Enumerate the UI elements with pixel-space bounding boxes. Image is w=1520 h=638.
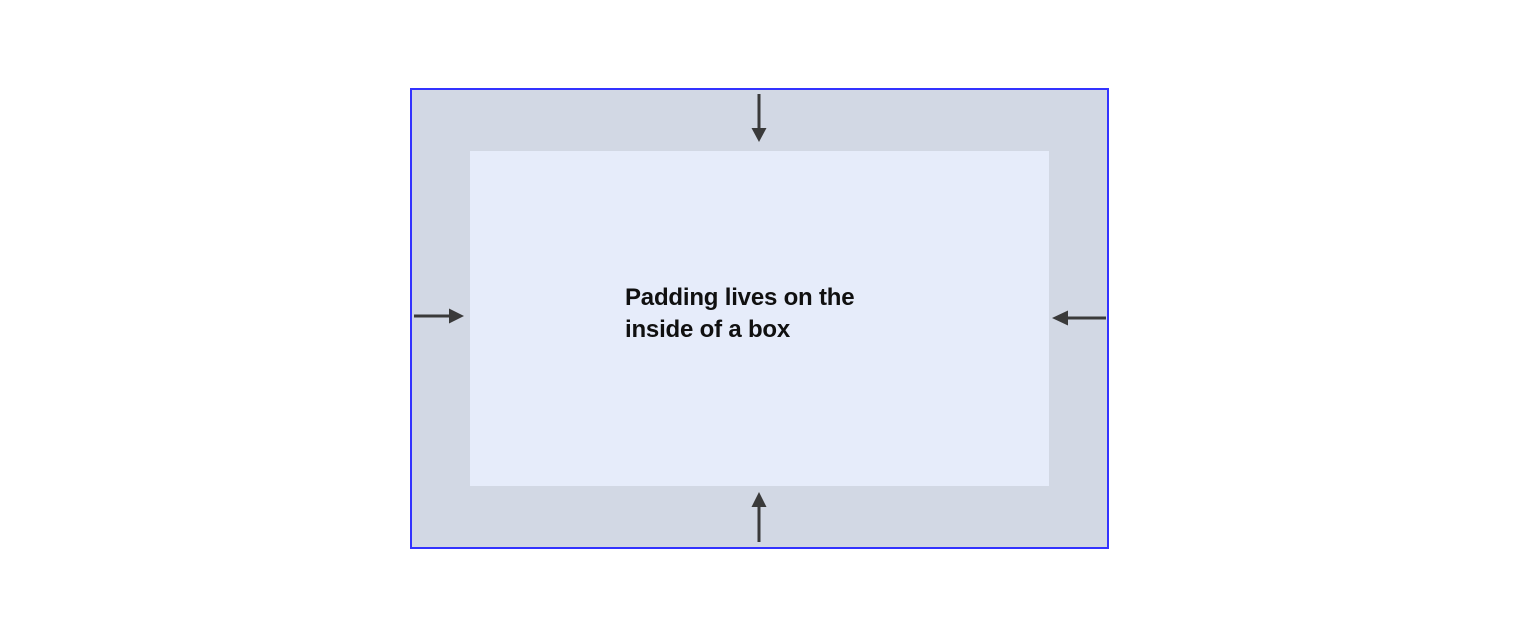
padding-arrow-top-icon bbox=[744, 92, 774, 144]
padding-arrow-right-icon bbox=[1050, 305, 1108, 331]
content-box bbox=[470, 151, 1049, 486]
padding-arrow-left-icon bbox=[412, 303, 466, 329]
content-box-label: Padding lives on the inside of a box bbox=[625, 284, 855, 343]
padding-arrow-bottom-icon bbox=[744, 490, 774, 544]
